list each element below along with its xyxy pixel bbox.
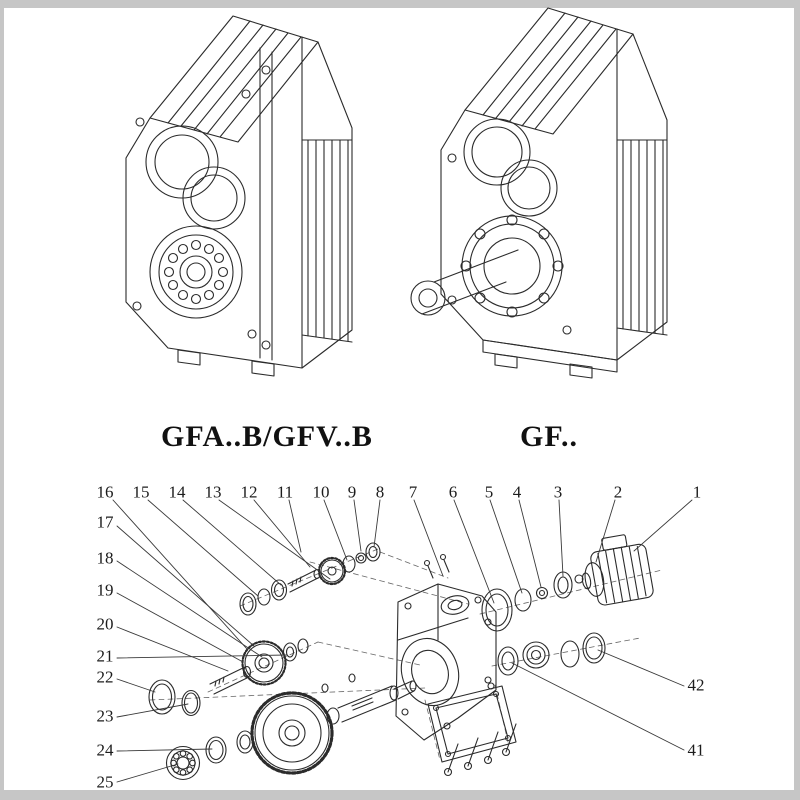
ball-bearing <box>165 745 201 781</box>
leader-line-23 <box>116 703 189 718</box>
leader-line-16 <box>112 499 248 650</box>
leader-line-17 <box>116 525 255 647</box>
intermediate-gear-cluster <box>209 638 309 695</box>
leader-line-22 <box>116 678 156 693</box>
leader-line-24 <box>116 748 213 752</box>
leader-line-19 <box>116 592 244 663</box>
leader-line-4 <box>518 499 542 588</box>
leader-line-2 <box>595 499 616 563</box>
callout-leader-lines <box>112 499 693 783</box>
leader-line-13 <box>218 499 331 580</box>
leader-line-15 <box>147 499 259 597</box>
leader-line-10 <box>323 499 348 561</box>
exploded-motor <box>581 534 654 606</box>
output-flange <box>460 214 564 318</box>
output-helical-gear <box>250 691 334 775</box>
leader-line-8 <box>373 499 381 548</box>
input-bores <box>145 125 246 230</box>
leader-line-5 <box>489 499 523 594</box>
retaining-ring <box>148 679 176 715</box>
leader-line-3 <box>558 499 564 577</box>
model-label-gf: GF.. <box>520 420 578 453</box>
input-shaft-cluster <box>239 542 381 616</box>
pinion-gear <box>320 559 344 583</box>
leader-line-25 <box>116 763 179 783</box>
leader-line-1 <box>633 499 693 552</box>
output-bearing-face <box>149 225 243 319</box>
leader-line-21 <box>116 654 288 659</box>
gasket-and-bolts <box>427 685 517 777</box>
output-shaft <box>410 249 519 316</box>
output-shaft-part <box>337 680 417 723</box>
leader-line-7 <box>413 499 444 577</box>
leader-line-14 <box>182 499 282 586</box>
leader-line-20 <box>116 626 229 672</box>
leader-line-42 <box>597 649 685 687</box>
exploded-housing <box>395 553 497 741</box>
leader-line-6 <box>453 499 495 604</box>
leader-line-12 <box>253 499 311 568</box>
leader-line-9 <box>353 499 362 552</box>
leader-line-41 <box>511 662 685 751</box>
exploded-parts-drawing <box>148 534 663 781</box>
leader-line-11 <box>288 499 302 553</box>
gearbox-drawing-gfab <box>125 15 353 377</box>
gearbox-drawing-gf <box>410 7 668 379</box>
coupling-parts <box>481 571 584 632</box>
leader-line-18 <box>116 560 263 658</box>
output-gear-train <box>148 673 417 781</box>
seal-bearing-set <box>497 632 606 676</box>
intermediate-gear <box>244 643 284 683</box>
model-label-gfab: GFA..B/GFV..B <box>161 420 373 453</box>
input-bores <box>463 118 558 217</box>
